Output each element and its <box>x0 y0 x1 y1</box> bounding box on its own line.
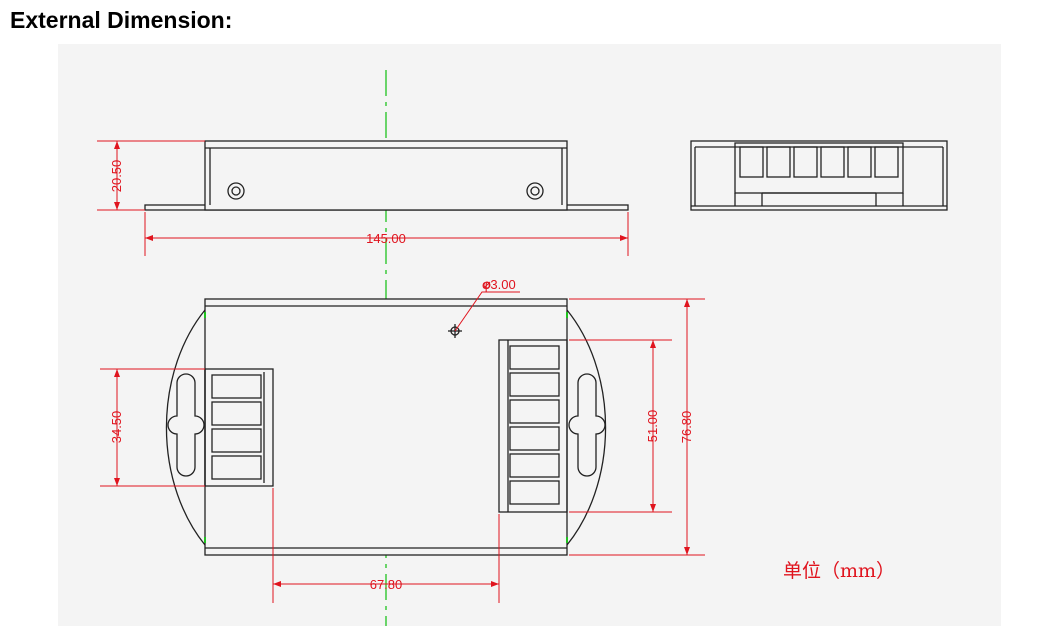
dim-overall-width <box>569 298 705 556</box>
dim-length-label: 145.00 <box>366 231 406 246</box>
side-view-body <box>204 140 568 211</box>
dim-left-terminal <box>100 368 205 487</box>
dim-right-terminal <box>569 339 672 513</box>
dim-length <box>144 212 629 256</box>
dim-height <box>97 140 205 211</box>
top-view <box>165 298 607 556</box>
dim-mount-spacing-label: 67.80 <box>370 577 403 592</box>
right-terminal-block <box>498 339 568 513</box>
screw-right-icon <box>526 182 544 200</box>
page-title: External Dimension: <box>10 7 233 33</box>
dim-hole-label: φ3.00 <box>482 277 516 292</box>
dim-mount-spacing <box>272 488 500 603</box>
dim-left-terminal-label: 34.50 <box>109 411 124 444</box>
dim-height-label: 20.50 <box>109 160 124 193</box>
side-view <box>144 140 629 211</box>
unit-label: 单位（mm） <box>783 560 895 582</box>
screw-left-icon <box>227 182 245 200</box>
mount-slot-right-icon <box>568 373 606 477</box>
end-view <box>690 140 948 211</box>
centerline-ticks <box>204 312 568 543</box>
dim-right-terminal-label: 51.00 <box>645 410 660 443</box>
dim-hole <box>454 281 520 332</box>
mount-ear-right <box>566 309 607 546</box>
dim-overall-width-label: 76.80 <box>679 411 694 444</box>
end-view-body <box>690 140 948 211</box>
mount-slot-left-icon <box>167 373 205 477</box>
